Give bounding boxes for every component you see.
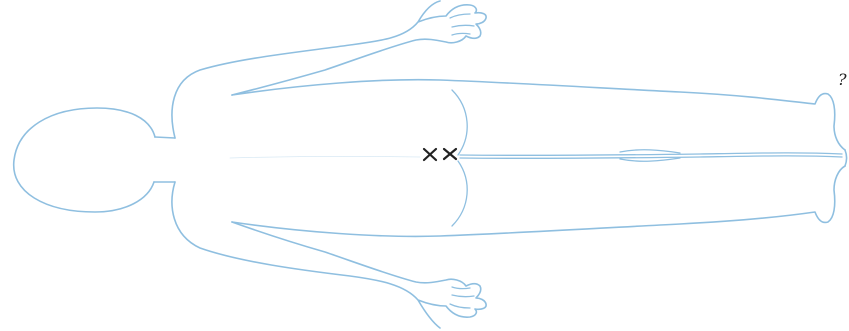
- x-mark-right: [444, 149, 456, 159]
- upper-arm-outline: [172, 1, 486, 138]
- neck-upper: [155, 137, 175, 138]
- head-outline: [14, 108, 155, 212]
- lower-arm-outline: [172, 182, 486, 328]
- leg-separation-line: [460, 153, 842, 156]
- upper-hand-finger-lines: [450, 14, 474, 35]
- buttock-right-curve: [452, 161, 467, 226]
- feet-outline: [845, 150, 847, 166]
- calf-detail: [620, 150, 680, 161]
- buttock-left-curve: [452, 90, 467, 155]
- torso-leg-upper-outline: [232, 80, 845, 150]
- x-mark-left: [424, 149, 436, 160]
- corner-annotation: ?: [838, 70, 847, 89]
- spine-faint-line: [230, 156, 420, 158]
- lower-hand-finger-lines: [450, 287, 474, 308]
- torso-leg-lower-outline: [232, 166, 845, 236]
- leg-separation-line-lower: [460, 156, 842, 159]
